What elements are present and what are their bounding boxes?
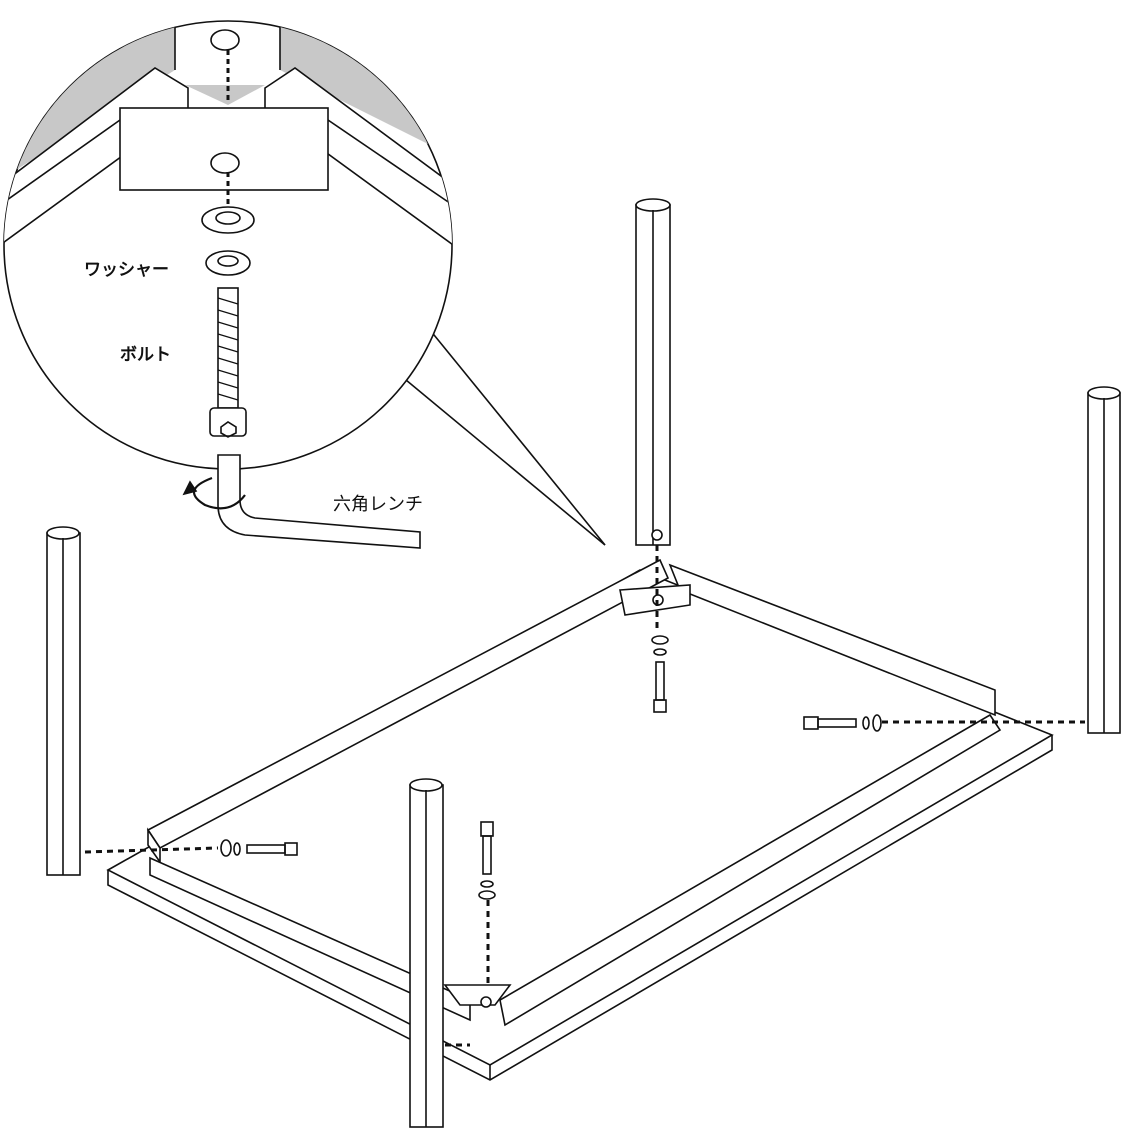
leg-front: [409, 778, 444, 1128]
hole-icon: [210, 29, 240, 174]
rotate-arrow-icon: [182, 480, 198, 496]
leg-back: [635, 198, 671, 546]
hardware-right: [803, 714, 882, 732]
leg-left: [46, 526, 81, 876]
frame: [146, 558, 1002, 1027]
flat-washer-icon: [201, 206, 255, 234]
bolt-label: ボルト: [120, 345, 171, 365]
hex-wrench-label: 六角レンチ: [333, 494, 423, 515]
corner-bracket: [443, 984, 512, 1006]
callout-pointer: [399, 329, 606, 546]
leg-right: [1087, 386, 1121, 734]
bolt-icon: [209, 287, 247, 438]
washer-label: ワッシャー: [84, 260, 169, 280]
assembly-guide-lines: [84, 545, 1085, 1047]
tabletop: [106, 569, 1054, 1081]
hardware-front: [478, 821, 496, 900]
hardware-left: [220, 839, 298, 857]
spring-washer-icon: [205, 250, 251, 276]
hex-wrench-icon: [182, 454, 421, 549]
hardware-back: [651, 635, 669, 713]
detail-magnifier: [3, 20, 453, 549]
